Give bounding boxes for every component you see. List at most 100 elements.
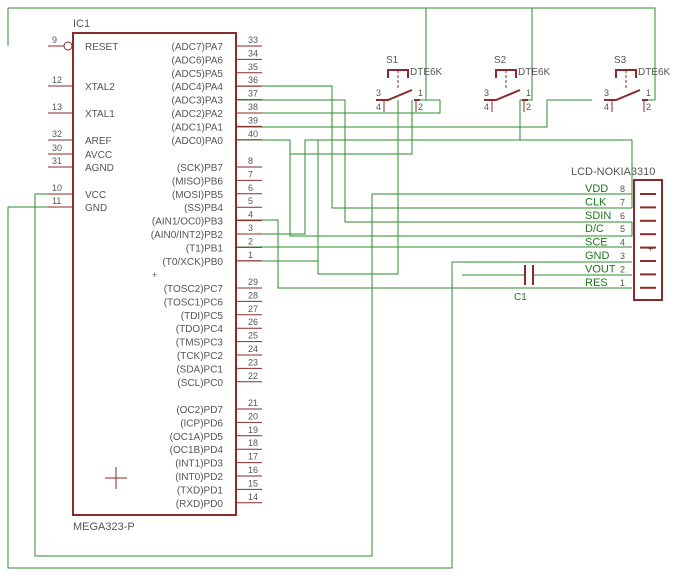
ic-left-pin-number: 10 <box>52 183 62 193</box>
ic-right-pin-number: 24 <box>248 344 258 354</box>
switch-name: S2 <box>494 55 507 66</box>
wire-pb0 <box>236 139 633 262</box>
wire-vcc <box>34 193 632 557</box>
wire-top-to-s1 <box>414 8 427 101</box>
lcd-net-label: CLK <box>585 196 607 208</box>
ic-right-pin-label: (ICP)PD6 <box>180 418 223 429</box>
ic-left-pin-label: AREF <box>85 136 112 147</box>
ic-left-pin-label: VCC <box>85 190 106 201</box>
ic-right-pin-label: (ADC2)PA2 <box>172 109 224 120</box>
lcd-net-label: GND <box>585 250 610 262</box>
ic-right-pin-label: (ADC5)PA5 <box>172 69 224 80</box>
ic-left-pin-number: 9 <box>52 35 57 45</box>
wire-pa4 <box>236 85 632 209</box>
switch-contact <box>484 89 528 101</box>
switch-value: DTE6K <box>410 67 443 78</box>
ic-right-pin-number: 2 <box>248 236 253 246</box>
lcd-pin-number: 8 <box>620 184 625 194</box>
switch-name: S1 <box>386 55 399 66</box>
ic-left-pin-label: GND <box>85 203 107 214</box>
ic-right-pin-number: 29 <box>248 277 258 287</box>
ic-right-pin-label: (RXD)PD0 <box>176 499 224 510</box>
ic-right-pin-number: 26 <box>248 317 258 327</box>
lcd-body <box>633 179 663 301</box>
ic-right-pin-number: 5 <box>248 196 253 206</box>
ic-right-pin-number: 40 <box>248 129 258 139</box>
ic-right-pin-label: (MOSI)PB5 <box>172 190 224 201</box>
ic-right-pin-number: 21 <box>248 398 258 408</box>
switch-pin: 2 <box>418 102 423 112</box>
ic-right-pin-label: (TOSC1)PC6 <box>164 297 224 308</box>
lcd-pin-number: 1 <box>620 278 625 288</box>
lcd-net-label: VDD <box>585 183 608 195</box>
ic-right-pin-label: (AIN0/INT2)PB2 <box>151 230 224 241</box>
wire-gnd <box>7 207 632 569</box>
ic-left-pin-label: AGND <box>85 163 114 174</box>
ic-right-pin-number: 18 <box>248 438 258 448</box>
ic-right-pin-label: (TDI)PC5 <box>181 311 224 322</box>
switch-legs <box>491 100 525 112</box>
ic-right-pin-number: 15 <box>248 478 258 488</box>
switch-legs <box>611 100 645 112</box>
capacitor-c1: C1 <box>514 265 534 303</box>
ic-right-pin-number: 7 <box>248 169 253 179</box>
switch-pin: 1 <box>526 88 531 98</box>
ic-right-pin-number: 33 <box>248 35 258 45</box>
ic-mega323: IC1 MEGA323-P 9RESET12XTAL213XTAL132AREF… <box>48 18 262 533</box>
ic-right-pin-label: (AIN1/OC0)PB3 <box>152 217 224 228</box>
ic-right-pin-number: 4 <box>248 210 253 220</box>
switch-pin: 4 <box>376 102 381 112</box>
ic-left-pin-label: AVCC <box>85 150 112 161</box>
lcd-net-label: D/C <box>585 223 604 235</box>
ic-right-pin-number: 28 <box>248 290 258 300</box>
ic-right-pin-label: (ADC6)PA6 <box>172 55 224 66</box>
ic-right-pin-number: 39 <box>248 115 258 125</box>
lcd-pin-number: 4 <box>620 238 625 248</box>
switch-pin: 3 <box>484 88 489 98</box>
ic-right-pin-label: (TDO)PC4 <box>176 324 224 335</box>
lcd-connector: LCD-NOKIA3310 + 8VDD7CLK6SDIN5D/C4SCE3GN… <box>571 166 663 301</box>
switch-pin: 2 <box>646 102 651 112</box>
lcd-pin-number: 7 <box>620 197 625 207</box>
ic-right-pin-number: 34 <box>248 48 258 58</box>
ic-right-pin-label: (T1)PB1 <box>186 243 224 254</box>
ic-right-pin-label: (T0/XCK)PB0 <box>162 257 223 268</box>
wire-pa1 <box>236 99 592 128</box>
ic-right-pin-number: 25 <box>248 331 258 341</box>
switch-value: DTE6K <box>518 67 551 78</box>
ic-right-pin-number: 3 <box>248 223 253 233</box>
ic-left-pin-number: 13 <box>52 102 62 112</box>
ic-name: IC1 <box>73 18 90 30</box>
ic-right-pin-number: 36 <box>248 75 258 85</box>
origin-cross <box>105 467 127 489</box>
ic-left-pin-label: RESET <box>85 42 118 53</box>
ic-right-pin-label: (ADC0)PA0 <box>172 136 224 147</box>
ic-left-pin-label: XTAL1 <box>85 109 115 120</box>
lcd-plus: + <box>648 244 653 254</box>
ic-right-pin-number: 27 <box>248 304 258 314</box>
ic-right-pins: 33(ADC7)PA734(ADC6)PA635(ADC5)PA536(ADC4… <box>151 35 262 510</box>
lcd-net-label: SCE <box>585 237 608 249</box>
ic-right-pin-label: (OC1B)PD4 <box>170 445 224 456</box>
ic-right-pin-label: (TXD)PD1 <box>177 485 224 496</box>
ic-right-pin-label: (SS)PB4 <box>184 203 223 214</box>
lcd-name: LCD-NOKIA3310 <box>571 166 655 178</box>
ic-right-pin-number: 16 <box>248 465 258 475</box>
ic-right-pin-number: 35 <box>248 62 258 72</box>
switch-pin: 1 <box>646 88 651 98</box>
switch-pin: 1 <box>418 88 423 98</box>
switch-contact <box>604 89 648 101</box>
switch-pin: 4 <box>604 102 609 112</box>
ic-left-pin-label: XTAL2 <box>85 82 115 93</box>
ic-right-pin-label: (TMS)PC3 <box>176 338 224 349</box>
wires <box>7 7 656 569</box>
ic-left-pin-number: 31 <box>52 156 62 166</box>
ic-right-pin-label: (ADC1)PA1 <box>172 122 224 133</box>
ic-part: MEGA323-P <box>73 521 135 533</box>
wire-sdin <box>289 154 633 237</box>
ic-right-pin-label: (ADC3)PA3 <box>172 96 224 107</box>
